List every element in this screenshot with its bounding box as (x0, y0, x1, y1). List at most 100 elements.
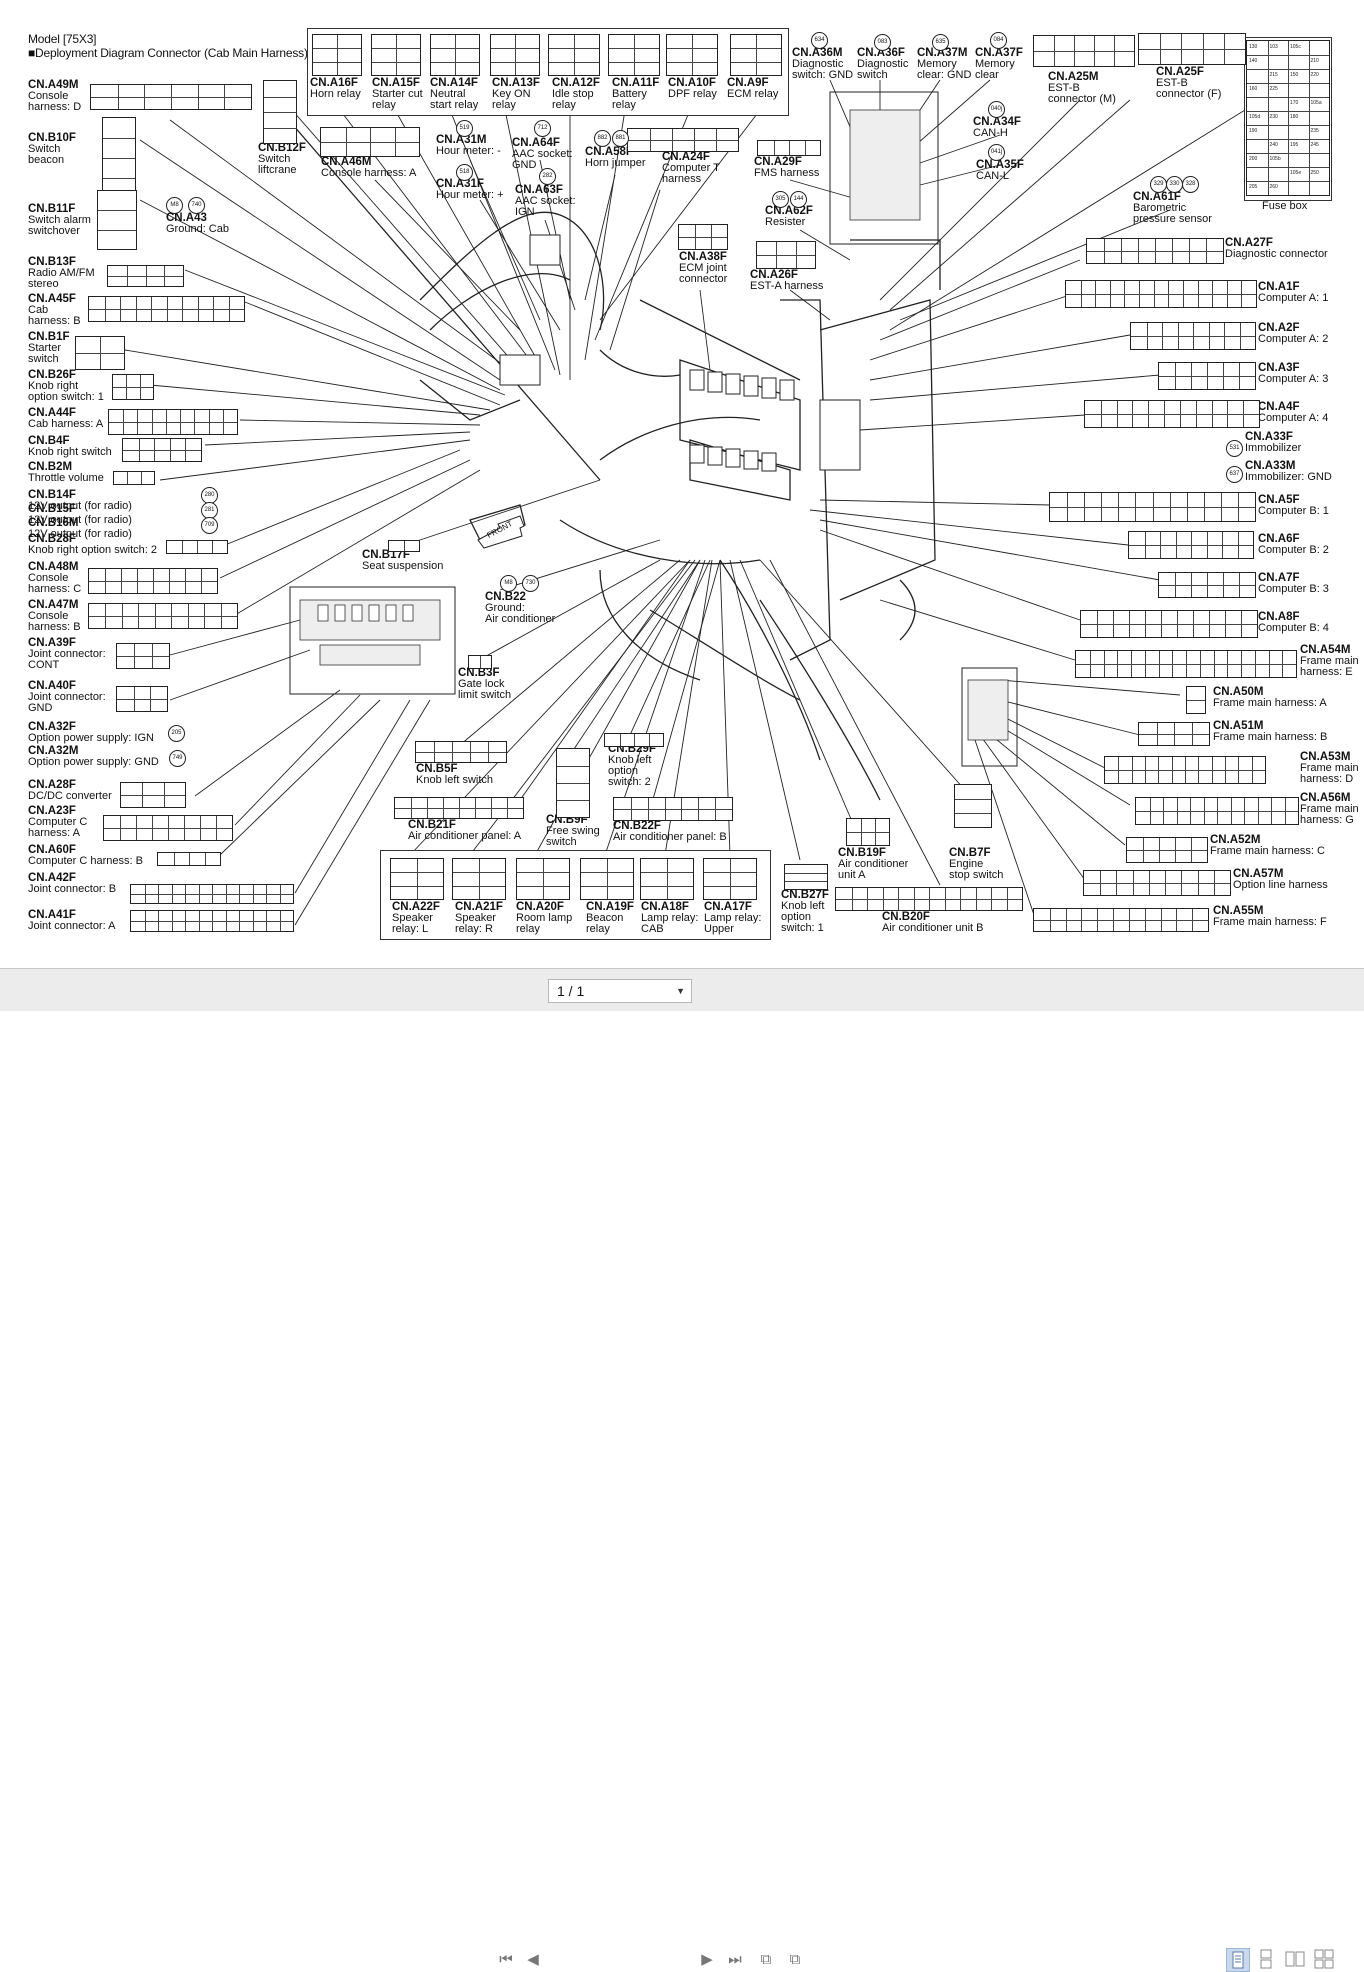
code-circle: 282 (539, 168, 556, 185)
connector-desc: Starter (28, 342, 62, 354)
connector-id: CN.B12F (258, 142, 306, 154)
pin-row-divider (1076, 664, 1296, 665)
wiring-diagram (124, 79, 1246, 926)
pin-row-divider (103, 178, 135, 179)
connector-desc: Switch (28, 143, 61, 155)
connector-pin-box (1080, 610, 1258, 638)
fuse-value: 195 (1290, 142, 1299, 148)
code-circle: 635 (932, 34, 949, 51)
pin-divider (204, 853, 206, 865)
connector-desc: EST-B (1048, 82, 1080, 94)
connector-id: CN.A6F (1258, 533, 1300, 545)
connector-desc: Cab (28, 304, 49, 316)
fuse-value: 105b (1269, 156, 1281, 162)
previous-page-button[interactable]: ◀ (522, 1950, 544, 1970)
connector-desc: harness: D (28, 101, 82, 113)
connector-pin-box (108, 409, 238, 435)
pin-divider (515, 35, 516, 75)
pin-divider (607, 859, 608, 899)
connector-id: CN.A16F (310, 77, 358, 89)
connector-desc: 12V output (for radio) (28, 528, 132, 540)
page-number-select[interactable]: 1 / 1 ▼ (548, 979, 692, 1003)
code-circle: 740 (188, 197, 205, 214)
pin-row-divider (1127, 850, 1207, 851)
connector-desc: switchover (28, 225, 80, 237)
pin-row-divider (704, 885, 756, 887)
forward-view-button[interactable]: ⧉ (784, 1950, 806, 1970)
code-circle: M8 (166, 197, 183, 214)
pin-row-divider (1034, 51, 1134, 52)
pin-divider (773, 141, 775, 155)
connector-desc: harness: B (28, 315, 81, 327)
connector-desc: harness: G (1300, 814, 1354, 826)
connector-desc: Switch alarm (28, 214, 91, 226)
connector-id: CN.A52M (1210, 834, 1261, 846)
connector-desc: switch (546, 836, 577, 848)
connector-desc: Frame main harness: B (1213, 731, 1328, 743)
two-page-view-button[interactable] (1284, 1948, 1306, 1970)
pin-divider (173, 853, 175, 865)
pin-row-divider (757, 255, 815, 256)
fuse-value: 130 (1249, 44, 1258, 50)
connector-pin-box (1086, 238, 1224, 264)
connector-desc: Cab harness: A (28, 418, 104, 430)
connector-desc: relay (586, 923, 610, 935)
pin-row-divider (847, 832, 889, 833)
connector-desc: Computer A: 3 (1258, 373, 1329, 385)
pin-row-divider (557, 783, 589, 784)
pin-row-divider (113, 387, 153, 388)
pin-row-divider (313, 61, 361, 63)
connector-pin-box (430, 34, 480, 76)
next-page-button[interactable]: ▶ (696, 1950, 718, 1970)
continuous-view-button[interactable] (1255, 1948, 1277, 1970)
connector-desc: EST-B (1156, 77, 1188, 89)
connector-desc: Switch (258, 153, 291, 165)
back-view-button[interactable]: ⧉ (755, 1950, 777, 1970)
connector-desc: Starter cut (372, 88, 423, 100)
fuse-value: 105a (1310, 100, 1322, 106)
connector-id: CN.A38F (679, 251, 727, 263)
connector-desc: 12V output (for radio) (28, 514, 132, 526)
connector-id: CN.A2F (1258, 322, 1300, 334)
connector-id: CN.A21F (455, 901, 503, 913)
pin-divider (212, 541, 213, 553)
fuse-value: 240 (1269, 142, 1278, 148)
connector-desc: Engine (949, 858, 984, 870)
connector-id: CN.A43 (166, 212, 207, 224)
connector-desc: Hour meter: + (436, 189, 504, 201)
forward-view-icon: ⧉ (789, 1951, 801, 1968)
connector-desc: Knob right switch (28, 446, 112, 458)
pin-row-divider (785, 873, 827, 874)
connector-desc: Computer A: 2 (1258, 333, 1329, 345)
pin-row-divider (1066, 294, 1256, 295)
connector-pin-box (88, 603, 238, 629)
two-page-continuous-button[interactable] (1313, 1948, 1335, 1970)
pin-row-divider (517, 885, 569, 887)
first-page-button[interactable]: ⏮ (495, 1950, 517, 1970)
connector-id: CN.A28F (28, 779, 76, 791)
connector-id: CN.A41F (28, 909, 76, 921)
single-page-view-button[interactable] (1226, 1948, 1250, 1972)
two-page-icon (1285, 1951, 1305, 1967)
pin-row-divider (76, 353, 124, 354)
connector-id: CN.A19F (586, 901, 634, 913)
last-page-button[interactable]: ⏭ (724, 1950, 746, 1970)
connector-pin-box (608, 34, 660, 76)
connector-desc: Console (28, 90, 69, 102)
connector-pin-box (116, 686, 168, 712)
